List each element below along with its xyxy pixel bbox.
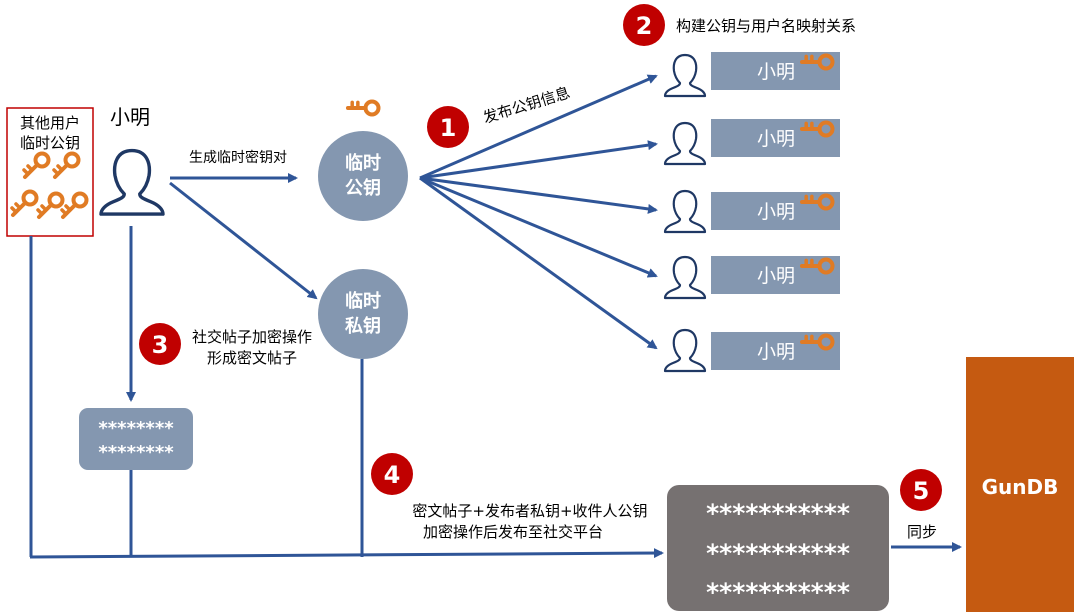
mapping-row-name: 小明: [757, 61, 795, 83]
edge-label-sync: 同步: [907, 523, 937, 541]
arrow-publish-5: [419, 176, 658, 350]
temp-private-key-node: [318, 269, 408, 359]
user-icon: [663, 53, 707, 98]
user-icon: [663, 189, 707, 234]
temp-public-key-node: [318, 131, 408, 221]
mapping-row: 小明: [663, 185, 840, 234]
cipher-post-line2: ********: [98, 442, 174, 463]
arrow-publish-4: [419, 176, 658, 278]
arrow-publish-1: [419, 74, 658, 180]
mapping-row-name: 小明: [757, 201, 795, 223]
step-number-4: 4: [384, 461, 401, 489]
mapping-row: 小明: [663, 112, 840, 166]
final-post-line1: ***********: [706, 499, 850, 528]
other-users-label-line1: 其他用户: [20, 114, 80, 132]
step-badge-3: [139, 323, 181, 365]
edge-label-map-relation: 构建公钥与用户名映射关系: [676, 17, 856, 35]
step-badge-2: [623, 4, 665, 46]
step-number-1: 1: [440, 114, 457, 142]
edge-label-final-line1: 密文帖子+发布者私钥+收件人公钥: [412, 502, 647, 520]
edge-label-final-line2: 加密操作后发布至社交平台: [423, 523, 603, 541]
final-post-box: [667, 485, 889, 611]
temp-public-key-line2: 公钥: [345, 177, 381, 199]
step-badge-1: [427, 106, 469, 148]
temp-private-key-line1: 临时: [345, 290, 381, 312]
user-icon: [663, 121, 707, 166]
step-number-2: 2: [636, 12, 653, 40]
temp-public-key-line1: 临时: [345, 152, 381, 174]
cipher-post-line1: ********: [98, 418, 174, 439]
user-name: 小明: [110, 105, 150, 129]
mapping-row-name: 小明: [757, 128, 795, 150]
final-post-line3: ***********: [706, 578, 850, 607]
edge-label-publish-pubkey: 发布公钥信息: [481, 83, 572, 127]
step-badge-5: [900, 469, 942, 511]
step-badge-4: [371, 453, 413, 495]
mapping-row: 小明: [663, 45, 840, 98]
arrow-publish-2: [419, 140, 658, 180]
final-post-line2: ***********: [706, 539, 850, 568]
mapping-row-name: 小明: [757, 341, 795, 363]
gundb-label: GunDB: [982, 475, 1059, 499]
step-number-5: 5: [913, 477, 930, 505]
cipher-post-box: [79, 408, 193, 470]
gundb-box: [966, 357, 1074, 612]
mapping-row: 小明: [663, 249, 840, 300]
mapping-row: 小明: [663, 325, 840, 373]
edge-label-encrypt-line2: 形成密文帖子: [207, 349, 297, 367]
user-icon: [663, 255, 707, 300]
mapping-row-name: 小明: [757, 265, 795, 287]
key-icon: [347, 91, 381, 125]
arrow-publish-3: [419, 176, 658, 214]
user-icon: [99, 148, 165, 216]
step-number-3: 3: [152, 331, 169, 359]
temp-private-key-line2: 私钥: [345, 315, 381, 337]
user-icon: [663, 328, 707, 373]
edge-label-encrypt-line1: 社交帖子加密操作: [192, 328, 312, 346]
arrow-to-final-post: [29, 548, 664, 559]
edge-label-generate-keypair: 生成临时密钥对: [189, 149, 287, 166]
arrow-to-private-key: [169, 181, 318, 300]
other-users-label-line2: 临时公钥: [20, 134, 80, 152]
other-users-box: 其他用户 临时公钥: [6, 107, 94, 237]
